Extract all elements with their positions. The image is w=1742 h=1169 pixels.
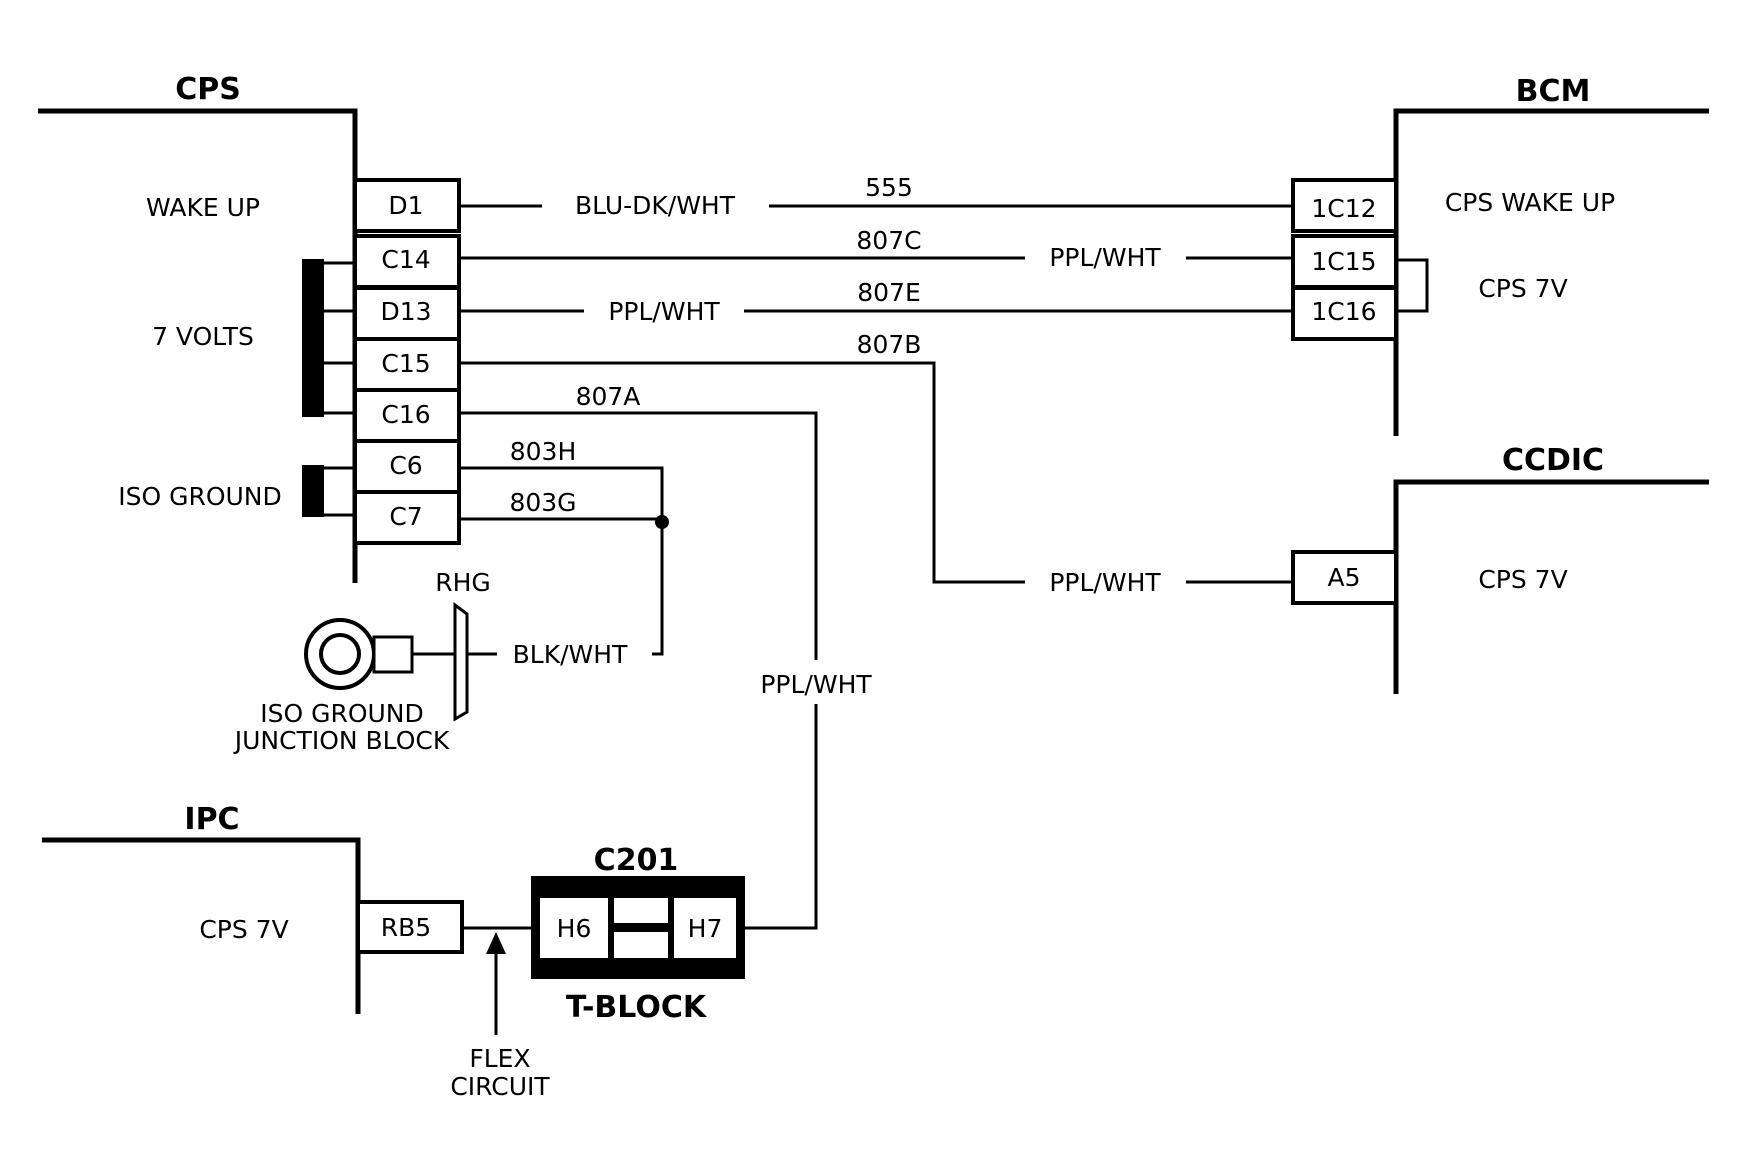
tblock-pin-h7: H7 xyxy=(688,914,723,943)
cps-pin-c16: C16 xyxy=(381,400,430,429)
bcm-title: BCM xyxy=(1516,74,1591,109)
wire-c15-segment-a xyxy=(459,361,1025,584)
wire-c16-segment-a xyxy=(459,411,818,660)
rhg-connector xyxy=(453,602,469,722)
bcm-internal-jumper xyxy=(1396,258,1429,313)
wire-c16-color: PPL/WHT xyxy=(760,670,872,699)
cps-pin-d13-box xyxy=(353,286,461,341)
cps-pin-c7: C7 xyxy=(389,502,422,531)
cps-pin-c16-box xyxy=(353,388,461,443)
cps-pin-c15: C15 xyxy=(381,349,430,378)
bcm-cps-7v-label: CPS 7V xyxy=(1478,274,1567,303)
ccdic-cps-7v-label: CPS 7V xyxy=(1478,565,1567,594)
flex-arrow-icon xyxy=(486,932,506,954)
tblock-label: T-BLOCK xyxy=(566,990,708,1025)
tblock-bridge-bottom xyxy=(614,932,668,958)
circuit-555: 555 xyxy=(865,173,913,202)
flex-label-line1: FLEX xyxy=(469,1044,530,1073)
rhg-label: RHG xyxy=(435,568,491,597)
wire-d1-color: BLU-DK/WHT xyxy=(575,191,736,220)
bcm-pin-1c16-box xyxy=(1291,286,1398,341)
wire-d13-color: PPL/WHT xyxy=(608,297,720,326)
ipc-module: IPC CPS 7V RB5 xyxy=(42,802,464,1014)
cps-pin-d1-box xyxy=(353,178,461,233)
wire-ground-color: BLK/WHT xyxy=(513,640,628,669)
ipc-cps-7v-label: CPS 7V xyxy=(199,915,288,944)
ccdic-pin-a5: A5 xyxy=(1327,563,1360,592)
wire-c14-color: PPL/WHT xyxy=(1049,243,1161,272)
tblock-h6-cell xyxy=(540,898,608,958)
junction-label-line2: JUNCTION BLOCK xyxy=(233,726,450,755)
ground-lug xyxy=(372,635,414,674)
cps-module: CPS WAKE UP 7 VOLTS ISO GROUND D1 C14 D1… xyxy=(38,72,461,583)
cps-ground-splice-bar xyxy=(302,465,324,517)
cps-iso-ground-label: ISO GROUND xyxy=(118,482,282,511)
bcm-cps-wake-up-label: CPS WAKE UP xyxy=(1445,188,1615,217)
circuit-807b: 807B xyxy=(857,330,922,359)
c201-tblock: C201 H6 H7 T-BLOCK xyxy=(531,843,745,1025)
flex-circuit-callout: FLEX CIRCUIT xyxy=(450,932,550,1101)
ccdic-module-outline xyxy=(1393,479,1709,694)
flex-label-line2: CIRCUIT xyxy=(450,1072,550,1101)
cps-pin-d13: D13 xyxy=(380,297,431,326)
ipc-module-outline xyxy=(42,837,361,1014)
cps-pin-c6: C6 xyxy=(389,451,422,480)
iso-ground-junction-block: RHG ISO GROUND JUNCTION BLOCK xyxy=(233,568,491,755)
wire-c6-ground xyxy=(459,466,664,656)
junction-label-line1: ISO GROUND xyxy=(260,699,424,728)
ccdic-module: CCDIC CPS 7V A5 xyxy=(1291,443,1709,694)
ipc-pin-rb5: RB5 xyxy=(381,913,431,942)
cps-pin-d1: D1 xyxy=(388,191,423,220)
circuit-807c: 807C xyxy=(856,226,921,255)
cps-7-volts-label: 7 VOLTS xyxy=(152,322,254,351)
circuit-807e: 807E xyxy=(857,278,921,307)
ground-ring-outer xyxy=(304,618,376,690)
ipc-title: IPC xyxy=(184,802,239,837)
cps-7v-splice-bar xyxy=(302,259,324,417)
bcm-module: BCM CPS WAKE UP CPS 7V 1C12 1C15 1C16 xyxy=(1291,74,1709,436)
cps-wake-up-label: WAKE UP xyxy=(146,193,260,222)
ccdic-pin-a5-box xyxy=(1291,550,1398,605)
circuit-807a: 807A xyxy=(576,382,641,411)
bcm-pin-1c15: 1C15 xyxy=(1311,247,1376,276)
wire-c16-segment-b xyxy=(745,704,818,930)
bcm-pin-1c12-box xyxy=(1291,178,1398,233)
ground-ring-inner xyxy=(319,633,361,675)
circuit-803h: 803H xyxy=(510,437,577,466)
ground-splice-dot xyxy=(655,515,669,529)
bcm-pin-1c16: 1C16 xyxy=(1311,297,1376,326)
cps-title: CPS xyxy=(175,72,241,107)
tblock-h7-cell xyxy=(674,898,736,958)
tblock-pin-h6: H6 xyxy=(557,914,592,943)
circuit-803g: 803G xyxy=(509,488,576,517)
wire-c15-color: PPL/WHT xyxy=(1049,568,1161,597)
tblock-bridge-top xyxy=(614,898,668,923)
c201-label: C201 xyxy=(594,843,679,878)
ccdic-title: CCDIC xyxy=(1502,443,1604,478)
bcm-pin-1c12: 1C12 xyxy=(1311,194,1376,223)
wires: BLU-DK/WHT 555 PPL/WHT 807C PPL/WHT 807E… xyxy=(412,173,1293,930)
cps-pin-c6-box xyxy=(353,439,461,494)
cps-pin-c14: C14 xyxy=(381,245,430,274)
cps-pin-c14-box xyxy=(353,234,461,289)
